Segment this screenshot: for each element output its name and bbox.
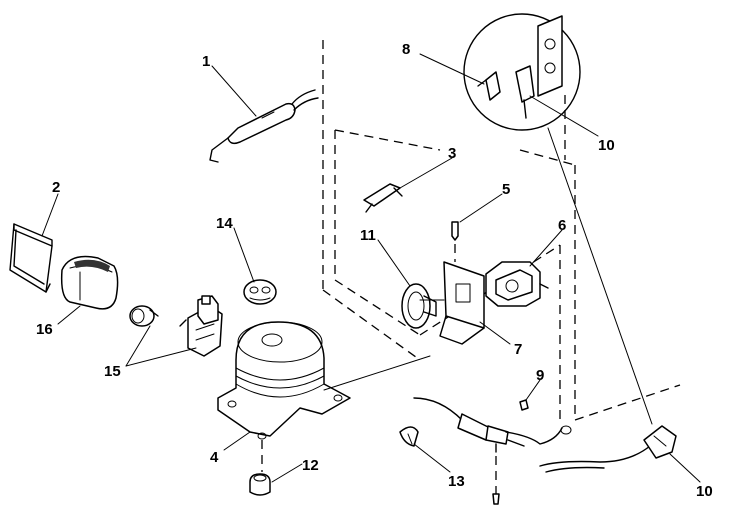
callout-10-cord: 10 (696, 483, 713, 500)
callout-8: 8 (402, 41, 410, 58)
callout-6: 6 (558, 217, 566, 234)
part-13-clip (399, 426, 419, 447)
part-6-thermostat (485, 261, 549, 307)
part-12-foot (249, 440, 271, 496)
callout-1: 1 (202, 53, 210, 70)
callout-9: 9 (536, 367, 544, 384)
callout-16: 16 (36, 321, 53, 338)
callout-15: 15 (104, 363, 121, 380)
callout-5: 5 (502, 181, 510, 198)
cabinet-outline (322, 40, 681, 421)
part-7-bracket (419, 261, 485, 345)
part-9-screw (519, 399, 529, 411)
part-2-bracket (9, 223, 53, 293)
callout-4: 4 (210, 449, 219, 466)
part-5-screw (451, 221, 459, 262)
part-16-cover (60, 255, 119, 310)
callout-12: 12 (302, 457, 319, 474)
callout-labels: 1 2 3 4 5 6 7 8 9 10 10 11 12 13 14 15 1… (36, 41, 713, 500)
callout-14: 14 (216, 215, 233, 232)
part-14-grommet (243, 279, 277, 305)
part-15-overload (129, 305, 159, 327)
callout-13: 13 (448, 473, 465, 490)
callout-7: 7 (514, 341, 522, 358)
detail-circle (463, 13, 653, 425)
part-4-compressor (217, 321, 431, 440)
callout-2: 2 (52, 179, 60, 196)
leader-lines (41, 53, 701, 483)
part-11-knob (401, 283, 437, 329)
part-1-drier (209, 89, 319, 163)
part-15-relay (179, 295, 223, 357)
part-10-plug (539, 425, 677, 473)
part-3-clip (363, 183, 403, 213)
callout-10-detail: 10 (598, 137, 615, 154)
power-cord (413, 397, 572, 505)
callout-11: 11 (360, 227, 376, 244)
callout-3: 3 (448, 145, 456, 162)
